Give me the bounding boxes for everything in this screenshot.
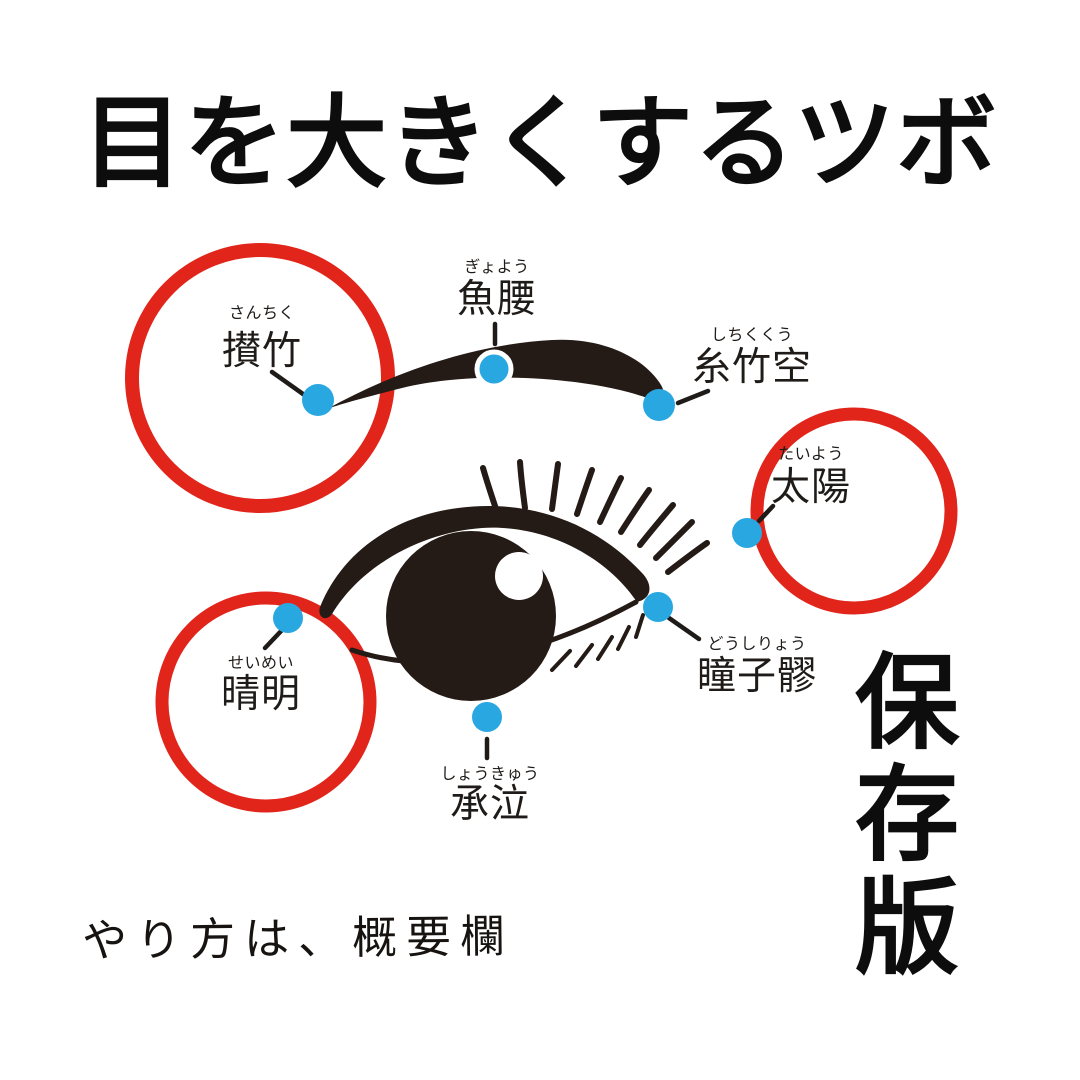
upper-lashes: [480, 459, 710, 575]
point-reading: せいめい: [228, 655, 294, 672]
point-reading: しちくくう: [711, 327, 793, 344]
eye-illustration: [319, 459, 710, 701]
point-name: 承泣: [450, 783, 530, 826]
leader-seimei: [262, 626, 286, 651]
red-circle-sanchiku: [125, 243, 395, 513]
lower-eyelid-line: [349, 599, 639, 665]
red-circle-taiyo: [750, 407, 958, 615]
pressure-point-dot-shichikuku: [643, 389, 675, 421]
point-name: 晴明: [221, 673, 301, 716]
label-doshiryo: どうしりょう 瞳子髎: [697, 635, 817, 698]
label-seimei: せいめい 晴明: [221, 655, 301, 716]
point-reading: しょうきゅう: [440, 765, 539, 783]
point-name: 太陽: [771, 466, 851, 509]
point-labels: さんちく 攅竹 ぎょよう 魚腰 しちくくう 糸竹空 たいよう 太陽 どうしりょう…: [221, 258, 851, 826]
point-reading: ぎょよう: [464, 258, 529, 276]
label-gyoyo: ぎょよう 魚腰: [457, 258, 537, 321]
red-circle-seimei: [155, 591, 377, 813]
label-sanchiku: さんちく 攅竹: [222, 304, 302, 373]
label-shokyu: しょうきゅう 承泣: [440, 765, 539, 826]
leader-lines: [262, 321, 776, 761]
leader-sanchiku: [269, 369, 306, 397]
point-name: 糸竹空: [692, 346, 812, 389]
pressure-point-dots: [273, 349, 762, 732]
pressure-point-dot-seimei: [273, 603, 303, 633]
label-shichikuku: しちくくう 糸竹空: [692, 327, 812, 389]
save-badge: 保存版: [854, 646, 959, 987]
point-reading: どうしりょう: [707, 635, 806, 653]
leader-taiyo: [756, 503, 776, 524]
page-title: 目を大きくするツボ: [82, 88, 998, 200]
pressure-point-dot-shokyu: [472, 702, 502, 732]
point-reading: さんちく: [229, 304, 295, 322]
pressure-point-dot-taiyo: [732, 518, 762, 548]
pressure-point-dot-sanchiku: [302, 384, 334, 416]
label-taiyo: たいよう 太陽: [771, 445, 851, 509]
upper-eyelid: [319, 506, 650, 619]
point-name: 瞳子髎: [697, 655, 817, 698]
footer-note: やり方は、概要欄: [81, 910, 515, 967]
pressure-point-dot-doshiryo: [643, 592, 673, 622]
point-name: 魚腰: [457, 278, 537, 321]
pressure-point-dot-gyoyo: [474, 349, 514, 389]
lower-lashes: [550, 613, 645, 672]
leader-shichikuku: [675, 388, 711, 406]
red-highlight-circles: [125, 243, 958, 813]
point-reading: たいよう: [778, 445, 844, 463]
leader-doshiryo: [666, 615, 702, 642]
iris-highlight: [495, 552, 543, 600]
point-name: 攅竹: [222, 330, 302, 373]
